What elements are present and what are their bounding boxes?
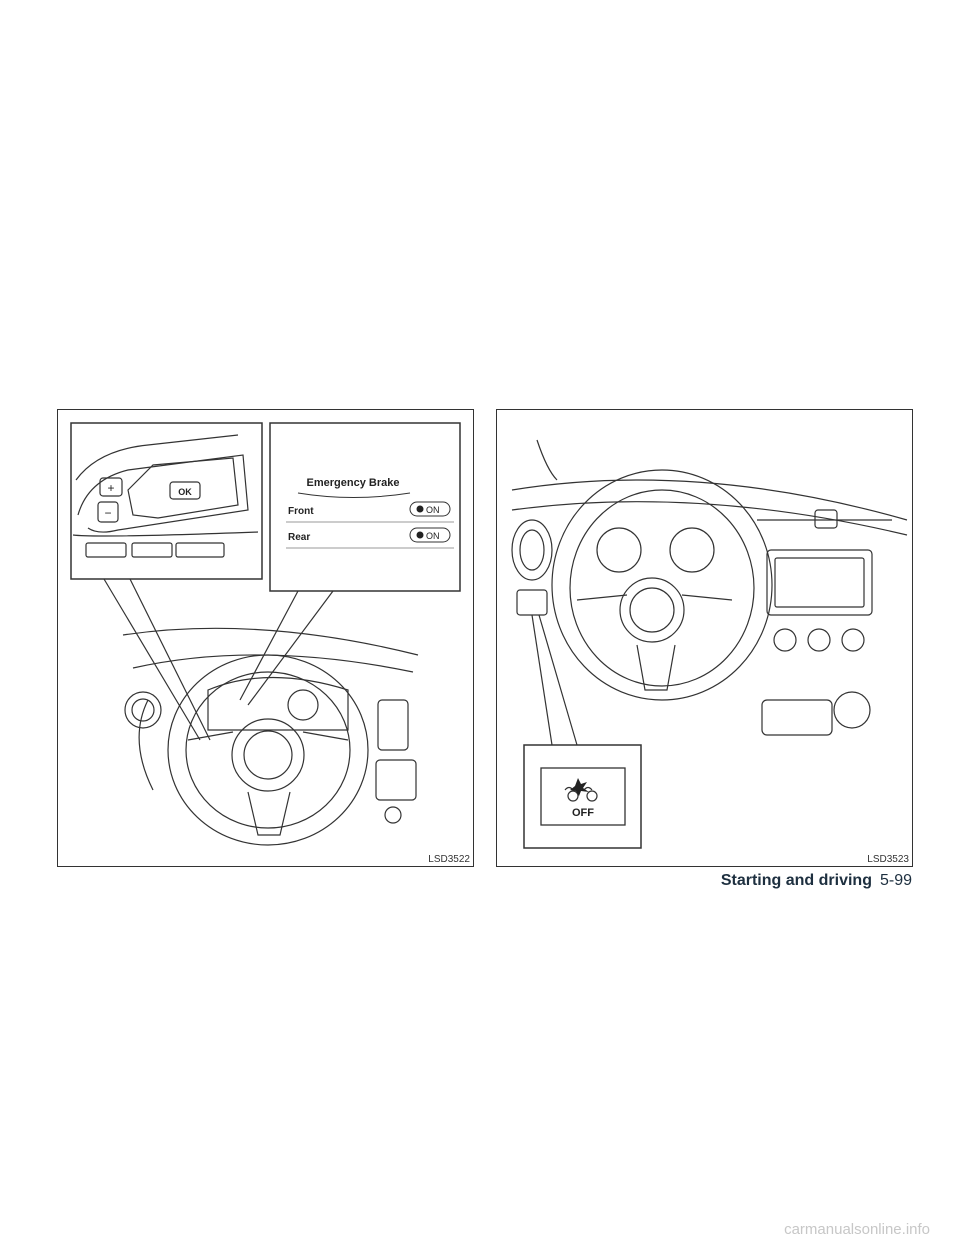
menu-row-rear-label: Rear xyxy=(288,532,310,543)
switch-off-label: OFF xyxy=(572,807,594,819)
menu-row-front-label: Front xyxy=(288,506,314,517)
volume-plus-label: + xyxy=(107,481,114,495)
figure-code: LSD3523 xyxy=(867,854,909,865)
aeb-off-switch xyxy=(540,767,626,826)
volume-minus-label: − xyxy=(104,506,111,520)
ok-button-label: OK xyxy=(178,487,192,497)
figure-emergency-brake-menu: OK + − Emergency Brake Front ON Rear ON … xyxy=(57,409,474,867)
watermark: carmanualsonline.info xyxy=(784,1221,930,1238)
page-footer: Starting and driving 5-99 xyxy=(721,872,912,890)
switch-inset-box xyxy=(70,422,263,580)
menu-row-rear-status: ON xyxy=(426,531,440,541)
steering-controls-illustration: OK + − Emergency Brake Front ON Rear ON xyxy=(70,422,461,846)
dashboard-illustration: OFF xyxy=(511,439,908,849)
figure-aeb-off-switch: OFF LSD3523 xyxy=(496,409,913,867)
menu-row-front-status: ON xyxy=(426,505,440,515)
menu-title: Emergency Brake xyxy=(307,477,400,489)
collision-icon xyxy=(570,778,589,796)
page-number: 5-99 xyxy=(879,872,912,889)
switch-inset-box xyxy=(523,744,642,849)
figure-code: LSD3522 xyxy=(428,854,470,865)
section-title: Starting and driving xyxy=(720,872,872,889)
display-inset-box xyxy=(269,422,461,592)
